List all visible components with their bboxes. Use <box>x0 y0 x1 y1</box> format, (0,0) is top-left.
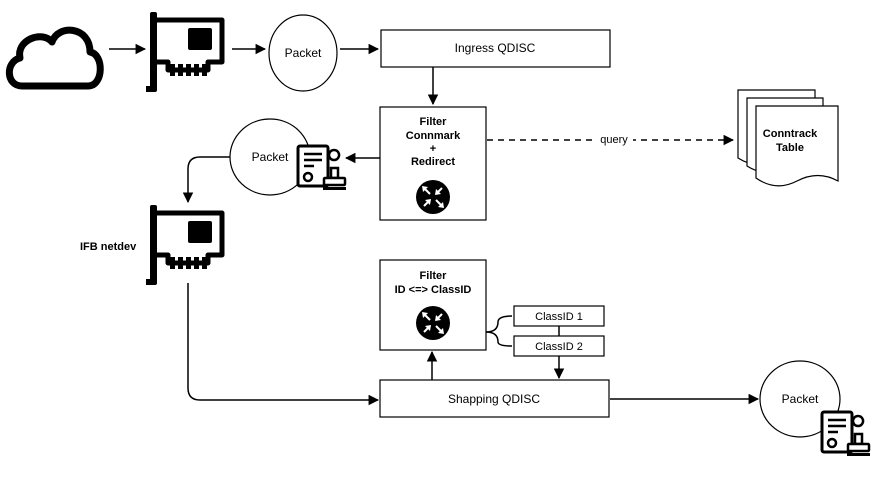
query-label: query <box>600 134 628 146</box>
filter-connmark-node: Filter Connmark + Redirect <box>379 106 487 221</box>
filter-connmark-line-2: Connmark <box>406 130 461 142</box>
classid-1-label: ClassID 1 <box>535 311 583 323</box>
certificate-stamp-icon <box>820 410 872 458</box>
classid-2-node: ClassID 2 <box>513 335 605 357</box>
network-card-icon <box>146 12 222 92</box>
router-icon <box>415 179 451 215</box>
packet-marked-label: Packet <box>252 150 289 164</box>
packet-node-input: Packet <box>268 14 338 92</box>
edge-packet-to-ifb <box>182 156 230 204</box>
filter-classid-line-1: Filter <box>420 270 448 282</box>
cloud-icon <box>5 26 104 90</box>
packet-node-output: Packet <box>759 360 872 458</box>
edge-filter-to-classid2 <box>485 331 513 347</box>
certificate-stamp-icon <box>296 144 348 192</box>
filter-connmark-line-3: + <box>430 143 436 155</box>
conntrack-table-node: Conntrack Table <box>737 89 839 187</box>
router-icon <box>415 305 451 341</box>
shaping-qdisc-node: Shapping QDISC <box>379 379 610 418</box>
filter-connmark-line-1: Filter <box>420 116 448 128</box>
ingress-qdisc-label: Ingress QDISC <box>455 41 536 55</box>
filter-classid-node: Filter ID <=> ClassID <box>379 259 487 351</box>
network-card-icon <box>146 205 222 285</box>
packet-node-marked: Packet <box>229 118 348 196</box>
packet-label: Packet <box>285 46 322 60</box>
filter-classid-line-2: ID <=> ClassID <box>395 284 472 296</box>
edge-filter-to-classid1 <box>485 315 513 333</box>
shaping-qdisc-label: Shapping QDISC <box>448 392 540 406</box>
packet-output-label: Packet <box>782 392 819 406</box>
conntrack-line-1: Conntrack <box>763 128 818 140</box>
ifb-netdev-label: IFB netdev <box>80 241 137 253</box>
conntrack-line-2: Table <box>776 142 804 154</box>
classid-2-label: ClassID 2 <box>535 341 583 353</box>
ingress-qdisc-node: Ingress QDISC <box>380 29 611 68</box>
filter-connmark-line-4: Redirect <box>411 156 455 168</box>
edge-ifb-to-shaping <box>187 283 380 406</box>
classid-1-node: ClassID 1 <box>513 305 605 327</box>
